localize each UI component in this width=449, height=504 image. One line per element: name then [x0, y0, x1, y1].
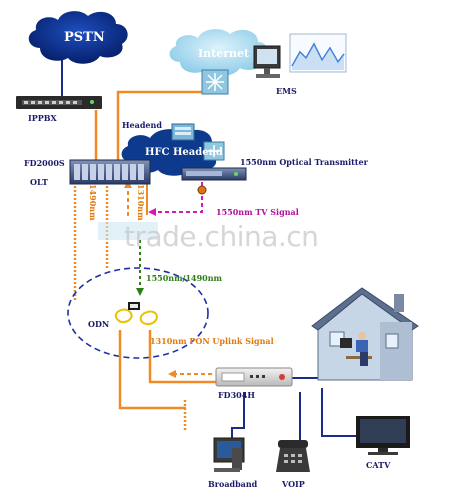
voip-label: VOIP — [282, 479, 305, 489]
voip-phone-icon — [276, 440, 310, 472]
watermark-box — [98, 222, 158, 240]
ippbx-device-icon — [16, 96, 102, 109]
fiber-connector-icon — [197, 185, 207, 195]
ippbx-label: IPPBX — [28, 113, 57, 123]
optical-transmitter-label: 1550nm Optical Transmitter — [240, 157, 368, 167]
hfc-headend-label: HFC Headend — [145, 147, 223, 158]
headend-server-icon — [171, 123, 195, 141]
wavelength-1490-label: 1490nm — [88, 184, 98, 221]
internet-cloud — [169, 29, 268, 76]
odn-to-left-fiber — [118, 330, 186, 410]
olt-device-icon — [69, 159, 151, 185]
odn-to-onu-fiber — [148, 330, 216, 384]
fd2000s-label: FD2000S — [24, 158, 65, 168]
person-at-computer-icon — [340, 332, 372, 366]
wavelength-1550-1490-label: 1550nm/1490nm — [146, 273, 223, 283]
ems-computer-icon — [253, 45, 281, 78]
optical-transmitter-icon — [181, 167, 247, 181]
catv-label: CATV — [366, 460, 391, 470]
broadband-label: Broadband — [208, 479, 258, 489]
router-icon — [201, 69, 229, 95]
pstn-cloud — [28, 11, 128, 64]
uplink-label: 1310nm PON Uplink Signal — [150, 336, 274, 346]
headend-label: Headend — [122, 120, 162, 130]
odn-splitter-icon — [128, 302, 140, 310]
headend-router-icon — [203, 141, 225, 161]
tv-signal-line — [152, 182, 203, 213]
wavelength-1310-label: 1310nm — [136, 184, 146, 221]
ems-label: EMS — [276, 86, 297, 96]
broadband-pc-icon — [213, 437, 245, 472]
olt-internet-fiber — [116, 90, 205, 165]
odn-label: ODN — [88, 319, 110, 329]
odn-splitter-fibers — [114, 308, 133, 324]
odn-ring — [67, 267, 209, 359]
onu-to-broadband — [231, 392, 245, 440]
olt-label: OLT — [30, 177, 48, 187]
tv-signal-label: 1550nm TV Signal — [216, 207, 299, 217]
ems-graph-icon — [289, 33, 347, 73]
catv-tv-icon — [356, 416, 410, 455]
onu-device-icon — [215, 367, 293, 387]
pstn-label: PSTN — [64, 30, 105, 45]
fd304h-label: FD304H — [218, 390, 255, 400]
watermark-text: trade.china.cn — [124, 220, 319, 253]
internet-label: Internet — [198, 47, 250, 60]
onu-to-catv — [321, 388, 360, 437]
